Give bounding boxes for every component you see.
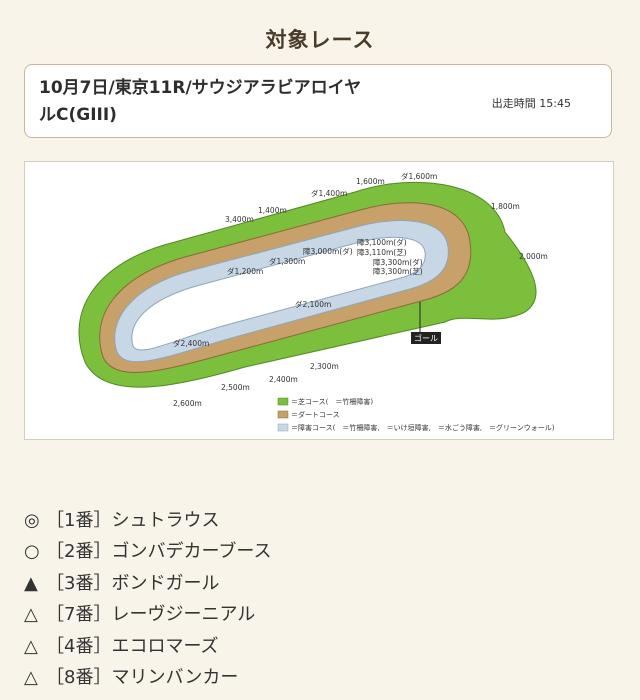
page-title: 対象レース — [265, 28, 375, 52]
list-item: △ ［4番］エコロマーズ — [24, 631, 614, 662]
label-d1400: ダ1,400m — [311, 188, 347, 198]
prediction-list: ◎ ［1番］シュトラウス ○ ［2番］ゴンバデカーブース ▲ ［3番］ボンドガール △… — [24, 505, 614, 693]
pick-mark: ○ — [24, 541, 40, 563]
race-name-line-2: ルC(GIII) — [39, 105, 117, 125]
label-m1800: 1,800m — [491, 202, 520, 211]
label-j3110: 障3,110m(芝) — [357, 247, 407, 257]
legend-jump: ＝障害コース( ＝竹柵障害, ＝いけ垣障害, ＝水ごう障害, ＝グリーンウォール… — [291, 423, 555, 432]
label-j3100: 障3,100m(ダ) — [357, 237, 407, 247]
course-map: ゴール ダ1,400m 1,600m ダ1,600m 1,800m 3,400m… — [24, 161, 614, 440]
pick-mark: ◎ — [24, 510, 40, 531]
label-m2600: 2,600m — [173, 399, 202, 408]
label-j3000: 障3,000m(ダ) — [303, 246, 353, 256]
legend-turf-swatch — [277, 397, 289, 406]
pick-mark: ▲ — [24, 572, 38, 594]
race-name: 10月7日/東京11R/サウジアラビアロイヤ ルC(GIII) — [39, 75, 389, 129]
label-m1600: 1,600m — [356, 177, 385, 186]
legend-dirt: ＝ダートコース — [291, 410, 340, 419]
legend-dirt-swatch — [277, 410, 289, 419]
infield — [131, 236, 426, 351]
legend-turf: ＝芝コース( ＝竹柵障害) — [291, 397, 373, 406]
pick-horse: ［1番］シュトラウス — [46, 510, 220, 531]
course-map-svg: ゴール ダ1,400m 1,600m ダ1,600m 1,800m 3,400m… — [78, 171, 555, 432]
label-j3300s: 障3,300m(芝) — [373, 266, 423, 276]
pick-horse: ［2番］ゴンバデカーブース — [46, 541, 272, 563]
label-m2500: 2,500m — [221, 383, 250, 392]
pick-horse: ［8番］マリンバンカー — [46, 666, 239, 688]
label-d1300: ダ1,300m — [269, 256, 305, 266]
label-m2300: 2,300m — [310, 362, 339, 371]
label-d1600: ダ1,600m — [401, 171, 437, 181]
pick-mark: △ — [24, 666, 38, 688]
list-item: ○ ［2番］ゴンバデカーブース — [24, 536, 614, 567]
race-info-card: 10月7日/東京11R/サウジアラビアロイヤ ルC(GIII) 出走時間 15:… — [24, 64, 612, 138]
label-d2400: ダ2,400m — [173, 338, 209, 348]
pick-mark: △ — [24, 635, 38, 657]
pick-mark: △ — [24, 604, 38, 626]
list-item: ◎ ［1番］シュトラウス — [24, 505, 614, 536]
legend-jump-swatch — [277, 423, 289, 432]
list-item: △ ［8番］マリンバンカー — [24, 662, 614, 693]
label-goal: ゴール — [414, 333, 438, 343]
label-m1400: 1,400m — [258, 206, 287, 215]
label-d2100: ダ2,100m — [295, 299, 331, 309]
label-m2400: 2,400m — [269, 375, 298, 384]
list-item: △ ［7番］レーヴジーニアル — [24, 599, 614, 630]
post-time: 出走時間 15:45 — [491, 97, 571, 110]
goal-marker — [411, 332, 441, 344]
pick-horse: ［3番］ボンドガール — [46, 572, 220, 594]
label-j3300d: 障3,300m(ダ) — [373, 257, 423, 267]
pick-horse: ［7番］レーヴジーニアル — [46, 604, 256, 626]
label-d1200: ダ1,200m — [227, 266, 263, 276]
label-m2000: 2,000m — [519, 252, 548, 261]
label-m3400: 3,400m — [225, 215, 254, 224]
pick-horse: ［4番］エコロマーズ — [46, 635, 219, 657]
race-name-line-1: 10月7日/東京11R/サウジアラビアロイヤ — [39, 78, 362, 98]
list-item: ▲ ［3番］ボンドガール — [24, 568, 614, 599]
